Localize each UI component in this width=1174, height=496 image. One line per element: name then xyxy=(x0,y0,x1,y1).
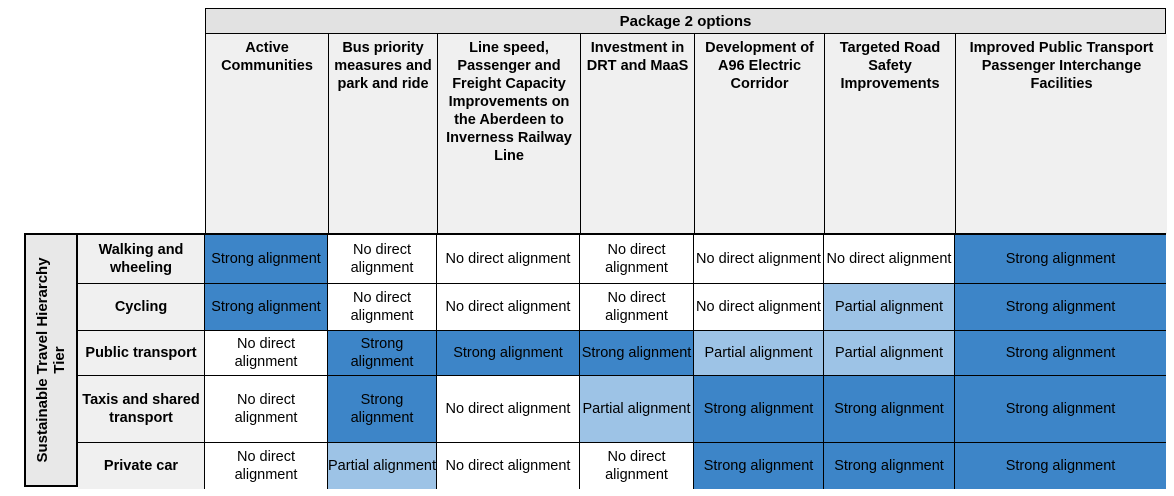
cell-r4-c5: Strong alignment xyxy=(694,376,824,442)
cell-r4-c6: Strong alignment xyxy=(824,376,955,442)
cell-r5-c1: No direct alignment xyxy=(205,443,328,489)
row-axis-label-text: Sustainable Travel Hierarchy Tier xyxy=(34,257,69,462)
cell-r4-c4: Partial alignment xyxy=(580,376,694,442)
cell-r5-c2: Partial alignment xyxy=(328,443,437,489)
cell-r3-c2: Strong alignment xyxy=(328,331,437,375)
row-header-4: Taxis and shared transport xyxy=(78,376,205,442)
cell-r2-c3: No direct alignment xyxy=(437,284,580,330)
cell-r3-c5: Partial alignment xyxy=(694,331,824,375)
cell-r1-c3: No direct alignment xyxy=(437,235,580,283)
group-header-package-2-options: Package 2 options xyxy=(206,9,1165,34)
cell-r4-c7: Strong alignment xyxy=(955,376,1166,442)
cell-r2-c7: Strong alignment xyxy=(955,284,1166,330)
cell-r2-c5: No direct alignment xyxy=(694,284,824,330)
column-header-2: Bus priority measures and park and ride xyxy=(329,34,438,234)
cell-r3-c1: No direct alignment xyxy=(205,331,328,375)
cell-r3-c4: Strong alignment xyxy=(580,331,694,375)
cell-r1-c2: No direct alignment xyxy=(328,235,437,283)
cell-r2-c2: No direct alignment xyxy=(328,284,437,330)
cell-r4-c1: No direct alignment xyxy=(205,376,328,442)
row-axis-label-line1: Sustainable Travel Hierarchy xyxy=(33,257,51,463)
cell-r1-c6: No direct alignment xyxy=(824,235,955,283)
table-body-block: Sustainable Travel Hierarchy Tier Walkin… xyxy=(24,233,1166,489)
cell-r1-c1: Strong alignment xyxy=(205,235,328,283)
cell-r5-c6: Strong alignment xyxy=(824,443,955,489)
cell-r5-c7: Strong alignment xyxy=(955,443,1166,489)
cell-r3-c6: Partial alignment xyxy=(824,331,955,375)
cell-r1-c5: No direct alignment xyxy=(694,235,824,283)
cell-r2-c6: Partial alignment xyxy=(824,284,955,330)
column-header-1: Active Communities xyxy=(206,34,329,234)
row-axis-label: Sustainable Travel Hierarchy Tier xyxy=(26,235,78,485)
cell-r2-c1: Strong alignment xyxy=(205,284,328,330)
column-header-3: Line speed, Passenger and Freight Capaci… xyxy=(438,34,581,234)
cell-r5-c4: No direct alignment xyxy=(580,443,694,489)
row-header-1: Walking and wheeling xyxy=(78,235,205,283)
cell-r1-c7: Strong alignment xyxy=(955,235,1166,283)
cell-r5-c5: Strong alignment xyxy=(694,443,824,489)
row-axis-label-line2: Tier xyxy=(51,346,68,374)
row-header-2: Cycling xyxy=(78,284,205,330)
cell-r5-c3: No direct alignment xyxy=(437,443,580,489)
cell-r3-c7: Strong alignment xyxy=(955,331,1166,375)
column-header-6: Targeted Road Safety Improvements xyxy=(825,34,956,234)
cell-r4-c2: Strong alignment xyxy=(328,376,437,442)
cell-r4-c3: No direct alignment xyxy=(437,376,580,442)
column-header-7: Improved Public Transport Passenger Inte… xyxy=(956,34,1167,234)
cell-r2-c4: No direct alignment xyxy=(580,284,694,330)
cell-r3-c3: Strong alignment xyxy=(437,331,580,375)
column-header-5: Development of A96 Electric Corridor xyxy=(695,34,825,234)
column-header-4: Investment in DRT and MaaS xyxy=(581,34,695,234)
row-header-3: Public transport xyxy=(78,331,205,375)
row-header-5: Private car xyxy=(78,443,205,489)
cell-r1-c4: No direct alignment xyxy=(580,235,694,283)
